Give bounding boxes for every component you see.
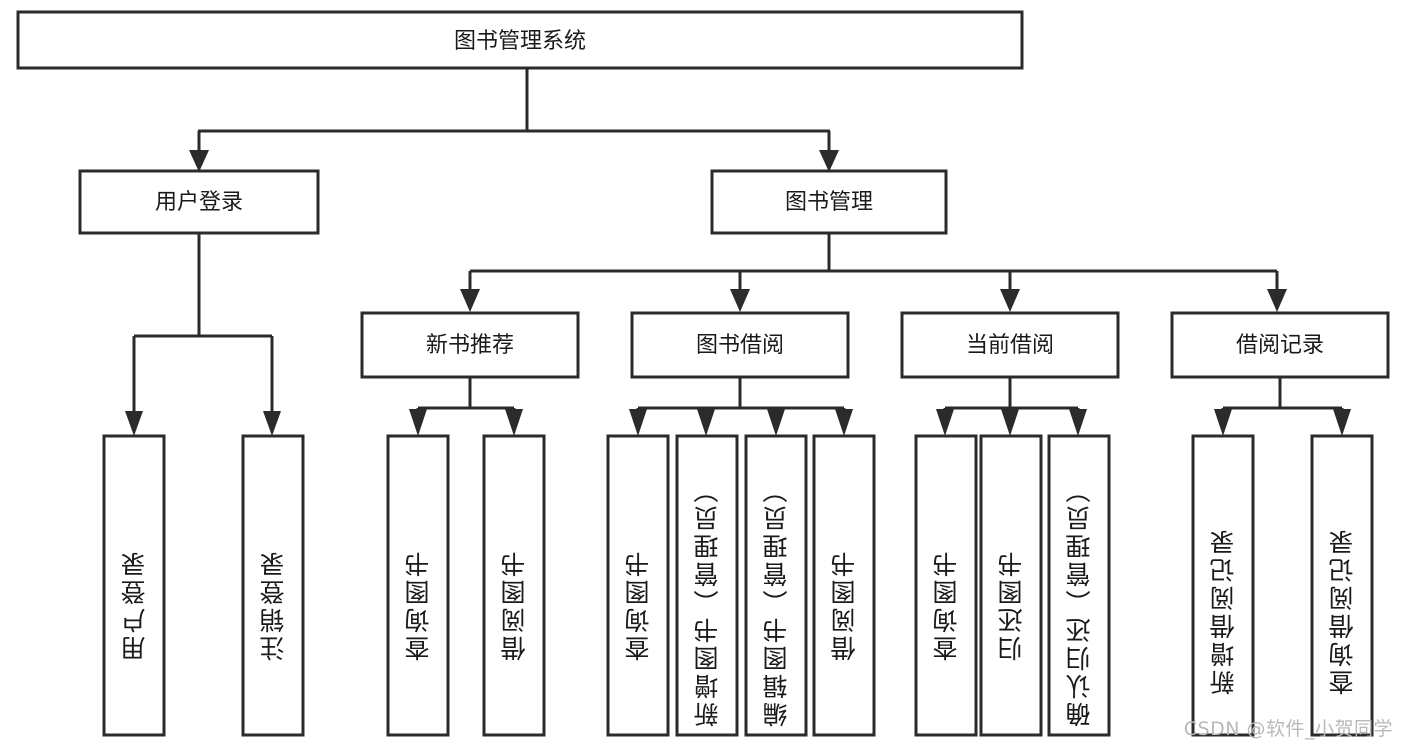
leaf-box-new-book-recommend-0[interactable] [386,434,450,737]
node-borrow-record-label: 借阅记录 [1236,333,1324,358]
edge-current-borrow-to-leaves [936,377,1087,436]
node-root[interactable]: 图书管理系统 [16,10,1024,70]
edge-root-to-level2 [189,68,839,172]
leaf-box-book-borrow-0[interactable] [606,434,670,737]
edge-book-management-to-level3 [460,233,1287,312]
edge-user-login-to-leaves [125,233,281,436]
leaf-box-book-borrow-1[interactable] [675,434,739,737]
node-current-borrow[interactable]: 当前借阅 [900,311,1120,379]
leaf-box-borrow-record-0[interactable] [1191,434,1255,737]
node-book-borrow-label: 图书借阅 [696,333,784,358]
leaf-box-current-borrow-2[interactable] [1047,434,1111,737]
edge-book-borrow-to-leaves [629,377,853,436]
leaf-box-current-borrow-1[interactable] [979,434,1043,737]
leaf-box-borrow-record-1[interactable] [1310,434,1374,737]
node-borrow-record[interactable]: 借阅记录 [1170,311,1390,379]
node-user-login-rect[interactable] [78,169,320,235]
node-book-borrow[interactable]: 图书借阅 [630,311,850,379]
leaf-box-new-book-recommend-1[interactable] [482,434,546,737]
node-root-rect[interactable] [16,10,1024,70]
leaf-box-user-login-1[interactable] [241,434,305,737]
leaf-box-book-borrow-3[interactable] [812,434,876,737]
node-new-book-recommend-rect[interactable] [360,311,580,379]
node-user-login[interactable]: 用户登录 [78,169,320,235]
node-user-login-label: 用户登录 [155,190,243,215]
node-new-book-recommend-label: 新书推荐 [426,333,514,358]
node-current-borrow-label: 当前借阅 [966,333,1054,358]
node-book-management[interactable]: 图书管理 [710,169,948,235]
edge-borrow-record-to-leaves [1214,377,1351,436]
leaf-box-book-borrow-2[interactable] [744,434,808,737]
node-book-management-label: 图书管理 [785,190,873,215]
leaf-box-user-login-0[interactable] [102,434,166,737]
node-root-label: 图书管理系统 [454,29,586,54]
leaf-box-current-borrow-0[interactable] [914,434,978,737]
watermark-text: CSDN @软件_小贺同学 [1183,718,1393,740]
node-new-book-recommend[interactable]: 新书推荐 [360,311,580,379]
edge-new-book-recommend-to-leaves [409,377,523,436]
node-current-borrow-rect[interactable] [900,311,1120,379]
